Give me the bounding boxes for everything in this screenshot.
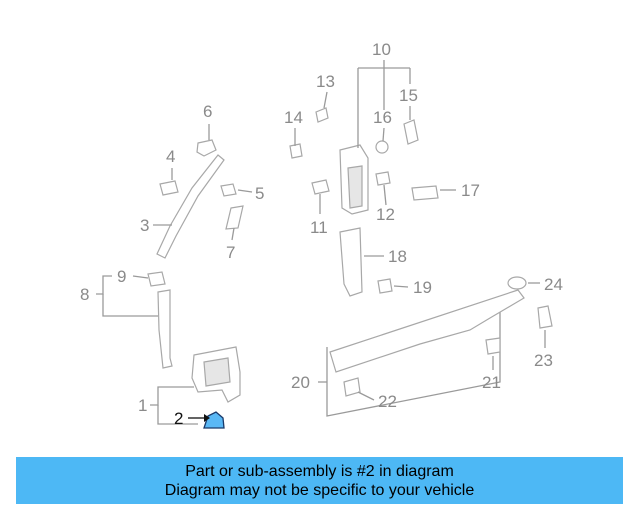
part-12-bolt[interactable] <box>375 171 391 186</box>
callout-23: 23 <box>534 351 553 370</box>
callout-24: 24 <box>544 275 563 294</box>
part-20-sill-plate[interactable] <box>329 289 525 373</box>
parts-diagram: 1 2 3 4 5 6 7 8 9 10 11 12 13 14 15 16 1… <box>80 40 563 429</box>
banner-line-disclaimer: Diagram may not be specific to your vehi… <box>164 481 475 499</box>
part-5-bolt[interactable] <box>220 183 237 197</box>
callout-2: 2 <box>174 409 183 428</box>
callout-14: 14 <box>284 108 303 127</box>
callout-6: 6 <box>203 102 212 121</box>
callout-3: 3 <box>140 216 149 235</box>
part-17-strip[interactable] <box>411 185 439 201</box>
info-banner: Part or sub-assembly is #2 in diagram Di… <box>16 457 623 504</box>
part-4-bolt[interactable] <box>159 180 179 196</box>
part-1-kick-panel-inner <box>203 357 231 387</box>
callout-7: 7 <box>226 243 235 262</box>
callout-8: 8 <box>80 285 89 304</box>
part-7-tab[interactable] <box>225 205 244 230</box>
callout-18: 18 <box>388 247 407 266</box>
callout-4: 4 <box>166 147 175 166</box>
callout-9: 9 <box>117 267 126 286</box>
part-19-bolt[interactable] <box>377 278 393 294</box>
callout-22: 22 <box>378 392 397 411</box>
callout-15: 15 <box>399 86 418 105</box>
callout-1: 1 <box>138 396 147 415</box>
callout-19: 19 <box>413 278 432 297</box>
part-8-pillar-trim[interactable] <box>157 289 173 369</box>
part-11-bolt[interactable] <box>311 179 330 195</box>
banner-line-part-number: Part or sub-assembly is #2 in diagram <box>185 462 454 480</box>
callout-16: 16 <box>373 108 392 127</box>
callout-20: 20 <box>291 373 310 392</box>
part-18-lower-pillar-trim[interactable] <box>339 227 363 297</box>
part-6-clip[interactable] <box>196 139 217 157</box>
leader-lines <box>96 60 546 425</box>
callout-17: 17 <box>461 181 480 200</box>
part-24-grommet[interactable] <box>507 276 527 290</box>
part-15-clip[interactable] <box>403 119 419 145</box>
part-14-clip[interactable] <box>289 143 303 159</box>
part-16-fastener[interactable] <box>375 140 389 154</box>
part-23-end-cap[interactable] <box>537 305 553 329</box>
part-21-clip[interactable] <box>485 337 501 355</box>
part-22-clip[interactable] <box>343 377 361 397</box>
callout-11: 11 <box>310 218 328 237</box>
callout-13: 13 <box>316 72 335 91</box>
part-13-clip[interactable] <box>315 107 329 123</box>
part-9-clip[interactable] <box>147 271 166 287</box>
callout-12: 12 <box>376 205 395 224</box>
callout-5: 5 <box>255 184 264 203</box>
part-3-a-pillar-trim[interactable] <box>156 154 225 259</box>
callout-10: 10 <box>372 40 391 59</box>
callout-21: 21 <box>482 373 501 392</box>
part-10-inner <box>347 165 363 209</box>
